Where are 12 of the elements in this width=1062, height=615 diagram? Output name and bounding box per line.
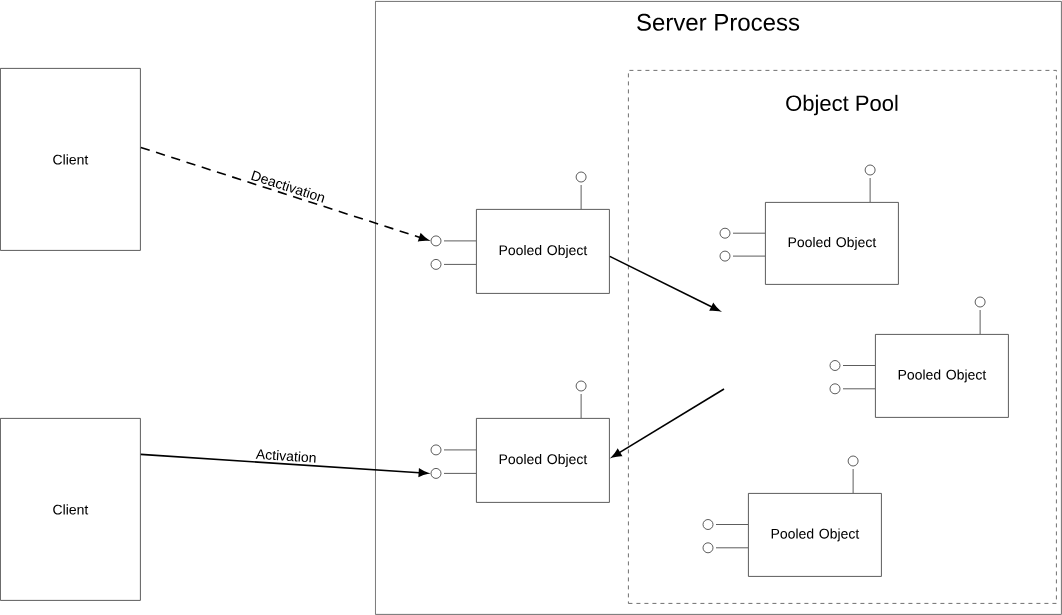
- edge-label: Activation: [255, 449, 316, 463]
- arrow: [609, 255, 720, 312]
- arrow: [611, 388, 725, 458]
- pooled-object: Pooled Object: [702, 455, 882, 577]
- arrow: [140, 453, 429, 477]
- pooled-object: Pooled Object: [430, 171, 610, 294]
- pooled-object: Pooled Object: [829, 296, 1009, 418]
- client-box: Client: [0, 68, 141, 251]
- client-box: Client: [0, 418, 141, 601]
- pooled-object: Pooled Object: [430, 380, 610, 503]
- arrow: [140, 146, 429, 242]
- pooled-object: Pooled Object: [719, 164, 899, 285]
